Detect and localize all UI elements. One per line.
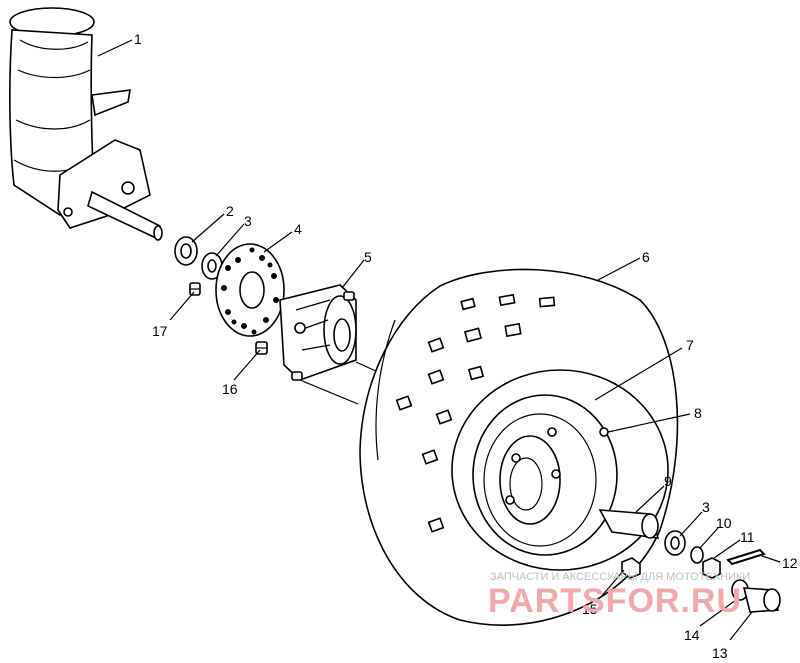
- part-10-washer: [690, 546, 704, 564]
- assembly-axis-line: [355, 361, 379, 373]
- part-3-bearing-outer: [664, 530, 686, 556]
- callout-1: 1: [134, 31, 142, 47]
- callout-3-inner: 3: [244, 213, 252, 229]
- callout-15: 15: [582, 601, 598, 617]
- watermark-caption: ЗАПЧАСТИ И АКСЕССУАРЫ ДЛЯ МОТОТЕХНИКИ: [490, 571, 750, 583]
- callout-7: 7: [686, 337, 694, 353]
- part-11-nut: [702, 557, 721, 579]
- callout-12: 12: [782, 555, 798, 571]
- callout-11: 11: [740, 529, 755, 545]
- callout-16: 16: [222, 381, 238, 397]
- part-17-bolt: [189, 282, 201, 296]
- assembly-axis-line-2: [299, 379, 359, 405]
- callout-labels: 1 2 3 4 5 6 7 8 9 3 10 11 12 13 14 15 16…: [134, 31, 798, 661]
- watermark-brand: PARTSFOR.RU: [488, 582, 742, 620]
- part-8-valve-stem: [599, 427, 609, 437]
- part-2-seal: [174, 236, 198, 266]
- callout-13: 13: [712, 645, 728, 661]
- leader-lines: [97, 39, 781, 641]
- part-3-bearing-inner: [201, 252, 223, 280]
- callout-4: 4: [294, 221, 302, 237]
- part-1-strut-knuckle: [9, 7, 163, 241]
- part-9-spacer: [598, 509, 660, 539]
- callout-8: 8: [694, 405, 702, 421]
- callout-14: 14: [684, 627, 700, 643]
- part-7-rim: [472, 394, 618, 556]
- callout-6: 6: [642, 249, 650, 265]
- callout-9: 9: [664, 473, 672, 489]
- callout-3-outer: 3: [702, 499, 710, 515]
- callout-2: 2: [226, 203, 234, 219]
- callout-10: 10: [716, 515, 732, 531]
- watermark: ЗАПЧАСТИ И АКСЕССУАРЫ ДЛЯ МОТОТЕХНИКИ PA…: [488, 571, 750, 620]
- part-13-hub-cap: [742, 587, 781, 613]
- part-4-brake-disc: [215, 243, 285, 337]
- callout-5: 5: [364, 249, 372, 265]
- part-12-cotter-pin: [726, 548, 766, 566]
- callout-17: 17: [152, 323, 168, 339]
- part-5-wheel-hub: [279, 284, 357, 381]
